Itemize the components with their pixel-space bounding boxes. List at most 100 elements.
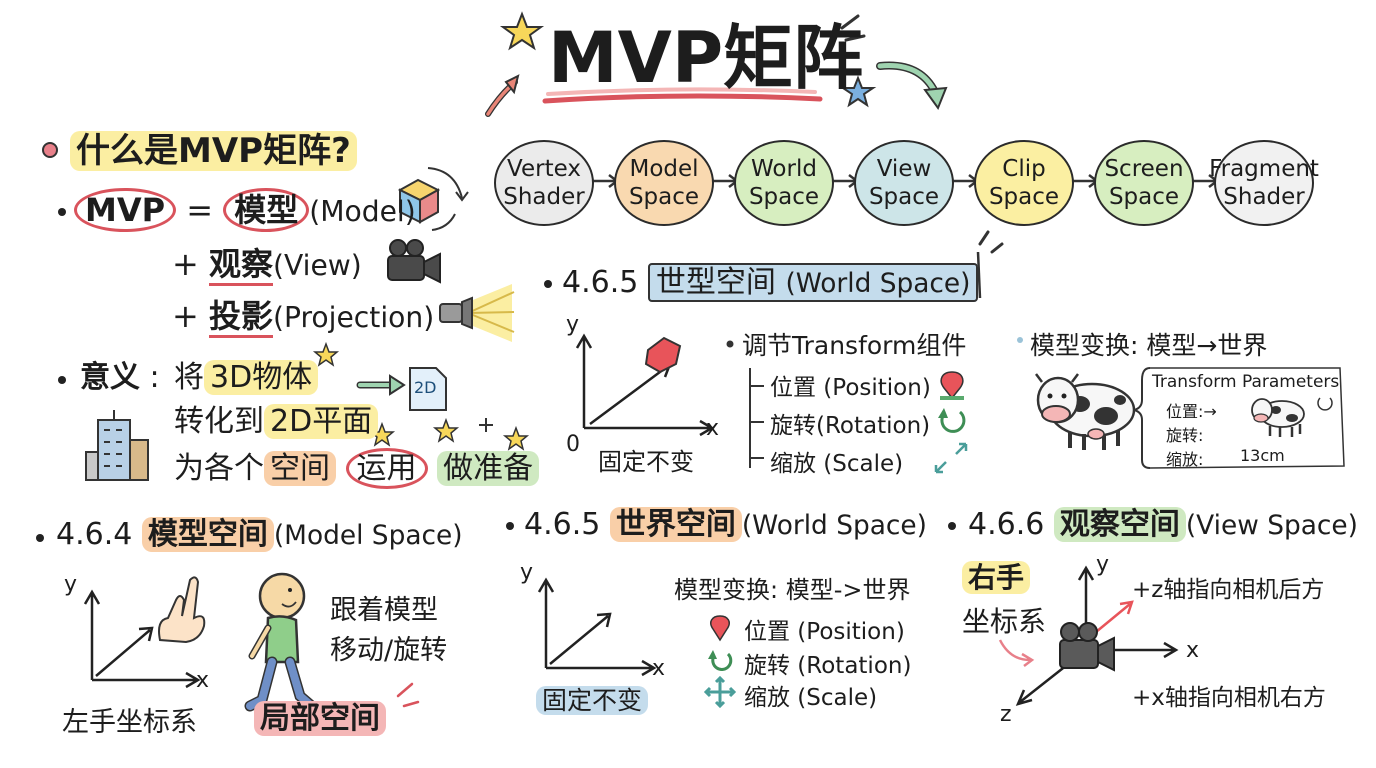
axis-label-y: y bbox=[520, 560, 534, 585]
axis-label-y: y bbox=[1096, 552, 1110, 577]
model-term: 模型 bbox=[223, 188, 310, 232]
view-term: 观察 bbox=[208, 245, 273, 286]
meaning-apply: 运用 bbox=[345, 448, 428, 489]
view-term-en: (View) bbox=[273, 249, 362, 282]
panel-row-rotation: 旋转: bbox=[1166, 426, 1204, 445]
world-top-axes bbox=[575, 333, 715, 437]
transform-item-position: 位置 (Position) bbox=[770, 375, 931, 401]
world-space-title: 世界空间 bbox=[609, 507, 742, 542]
pipeline-node: Clip Space bbox=[974, 140, 1074, 226]
model-space-axes bbox=[83, 589, 201, 689]
world-fixed-label: 固定不变 bbox=[536, 686, 649, 715]
world-item-rotation: 旋转 (Rotation) bbox=[744, 653, 912, 679]
panel-scale-value: 13cm bbox=[1240, 446, 1285, 465]
axis-label-x: x bbox=[706, 416, 720, 441]
move-rotate-text: 移动/旋转 bbox=[330, 635, 448, 666]
world-transform-note: 模型变换: 模型->世界 bbox=[674, 576, 911, 604]
world-top-title-en: (World Space) bbox=[785, 268, 971, 299]
transform-item-scale: 缩放 (Scale) bbox=[770, 451, 904, 477]
star-icon bbox=[499, 11, 545, 51]
world-top-title: 世型空间 bbox=[655, 265, 776, 300]
meaning-prepare: 做准备 bbox=[437, 451, 540, 486]
left-hand-coords: 左手坐标系 bbox=[62, 707, 197, 738]
model-transform-note: 模型变换: 模型→世界 bbox=[1030, 331, 1268, 360]
building-icon bbox=[85, 410, 149, 481]
panel-row-position: 位置:→ bbox=[1166, 402, 1217, 421]
world-item-scale: 缩放 (Scale) bbox=[744, 685, 878, 711]
arrow-up-right-icon bbox=[485, 74, 520, 117]
page-title: MVP矩阵 bbox=[548, 17, 864, 99]
rotate-icon bbox=[1317, 397, 1333, 411]
world-top-number: 4.6.5 bbox=[562, 265, 639, 300]
star-icon bbox=[432, 417, 460, 443]
meaning-text: 转化到 bbox=[174, 404, 264, 439]
pipeline-node: View Space bbox=[854, 140, 954, 226]
meaning-space: 空间 bbox=[264, 451, 336, 486]
axis-label-x: x bbox=[196, 668, 210, 693]
world-item-position: 位置 (Position) bbox=[744, 619, 905, 645]
scale-icon bbox=[934, 442, 968, 474]
mvp-label: MVP bbox=[74, 188, 177, 232]
model-space-number: 4.6.4 bbox=[56, 517, 133, 552]
camera-icon bbox=[1059, 622, 1115, 672]
right-hand-label: 右手 bbox=[962, 561, 1031, 594]
rotate-icon bbox=[708, 650, 733, 672]
person-icon bbox=[244, 572, 320, 714]
meaning-colon: : bbox=[149, 360, 160, 395]
view-space-title: 观察空间 bbox=[1053, 507, 1186, 542]
meaning-text: 将 bbox=[174, 360, 204, 395]
projection-term: 投影 bbox=[208, 297, 273, 338]
plus-sign: + bbox=[172, 245, 199, 283]
rotate-icon bbox=[938, 408, 966, 433]
projector-icon bbox=[439, 284, 515, 342]
projection-term-en: (Projection) bbox=[273, 301, 435, 334]
axis-label-y: y bbox=[566, 312, 580, 337]
arrow-curved-right-icon bbox=[876, 61, 948, 111]
pipeline-node: Fragment Shader bbox=[1209, 140, 1319, 226]
follow-model-text: 跟着模型 bbox=[330, 595, 438, 626]
panel-row-scale: 缩放: bbox=[1166, 450, 1204, 469]
world-space-number: 4.6.5 bbox=[524, 507, 601, 542]
intro-question: 什么是MVP矩阵? bbox=[70, 131, 357, 171]
world-space-title-en: (World Space) bbox=[741, 510, 927, 541]
meaning-label: 意义 bbox=[80, 360, 140, 395]
view-space-title-en: (View Space) bbox=[1185, 510, 1358, 541]
object-icon bbox=[644, 336, 682, 374]
cow-icon bbox=[1035, 373, 1136, 450]
star-icon bbox=[312, 341, 340, 367]
meaning-text: 为各个 bbox=[174, 451, 264, 486]
z-axis-note: +z轴指向相机后方 bbox=[1132, 577, 1325, 603]
view-space-number: 4.6.6 bbox=[968, 507, 1045, 542]
axis-origin: 0 bbox=[566, 432, 580, 457]
meaning-3d: 3D物体 bbox=[204, 360, 319, 395]
pipeline-node: Screen Space bbox=[1094, 140, 1194, 226]
arrow-right-icon bbox=[356, 374, 406, 396]
model-space-title-en: (Model Space) bbox=[273, 520, 463, 551]
camera-icon bbox=[387, 239, 441, 284]
meaning-2d: 2D平面 bbox=[264, 404, 379, 439]
pipeline-node: World Space bbox=[734, 140, 834, 226]
axis-label-x: x bbox=[1186, 638, 1200, 663]
transform-panel-title: Transform Parameters bbox=[1152, 372, 1340, 392]
local-space-label: 局部空间 bbox=[254, 701, 386, 736]
pipeline-node: Model Space bbox=[614, 140, 714, 226]
world-top-fixed: 固定不变 bbox=[598, 448, 694, 476]
pipeline-node: Vertex Shader bbox=[494, 140, 594, 226]
doc-2d-label: 2D bbox=[414, 378, 437, 397]
coords-label: 坐标系 bbox=[962, 605, 1047, 638]
world-space-axes bbox=[537, 577, 657, 677]
cow-icon bbox=[1251, 398, 1305, 437]
move-icon bbox=[703, 675, 737, 709]
location-pin-icon bbox=[710, 615, 730, 642]
model-term-en: (Model) bbox=[309, 195, 416, 228]
plus-sign: + bbox=[172, 297, 199, 335]
transform-item-rotation: 旋转(Rotation) bbox=[770, 413, 931, 439]
equals-sign: = bbox=[186, 191, 214, 229]
axis-label-x: x bbox=[652, 656, 666, 681]
axis-label-y: y bbox=[64, 572, 78, 597]
axis-label-z: z bbox=[1000, 702, 1012, 727]
model-space-title: 模型空间 bbox=[141, 517, 274, 552]
transform-component-title: 调节Transform组件 bbox=[742, 331, 967, 360]
location-pin-icon bbox=[940, 371, 964, 400]
x-axis-note: +x轴指向相机右方 bbox=[1132, 685, 1326, 711]
